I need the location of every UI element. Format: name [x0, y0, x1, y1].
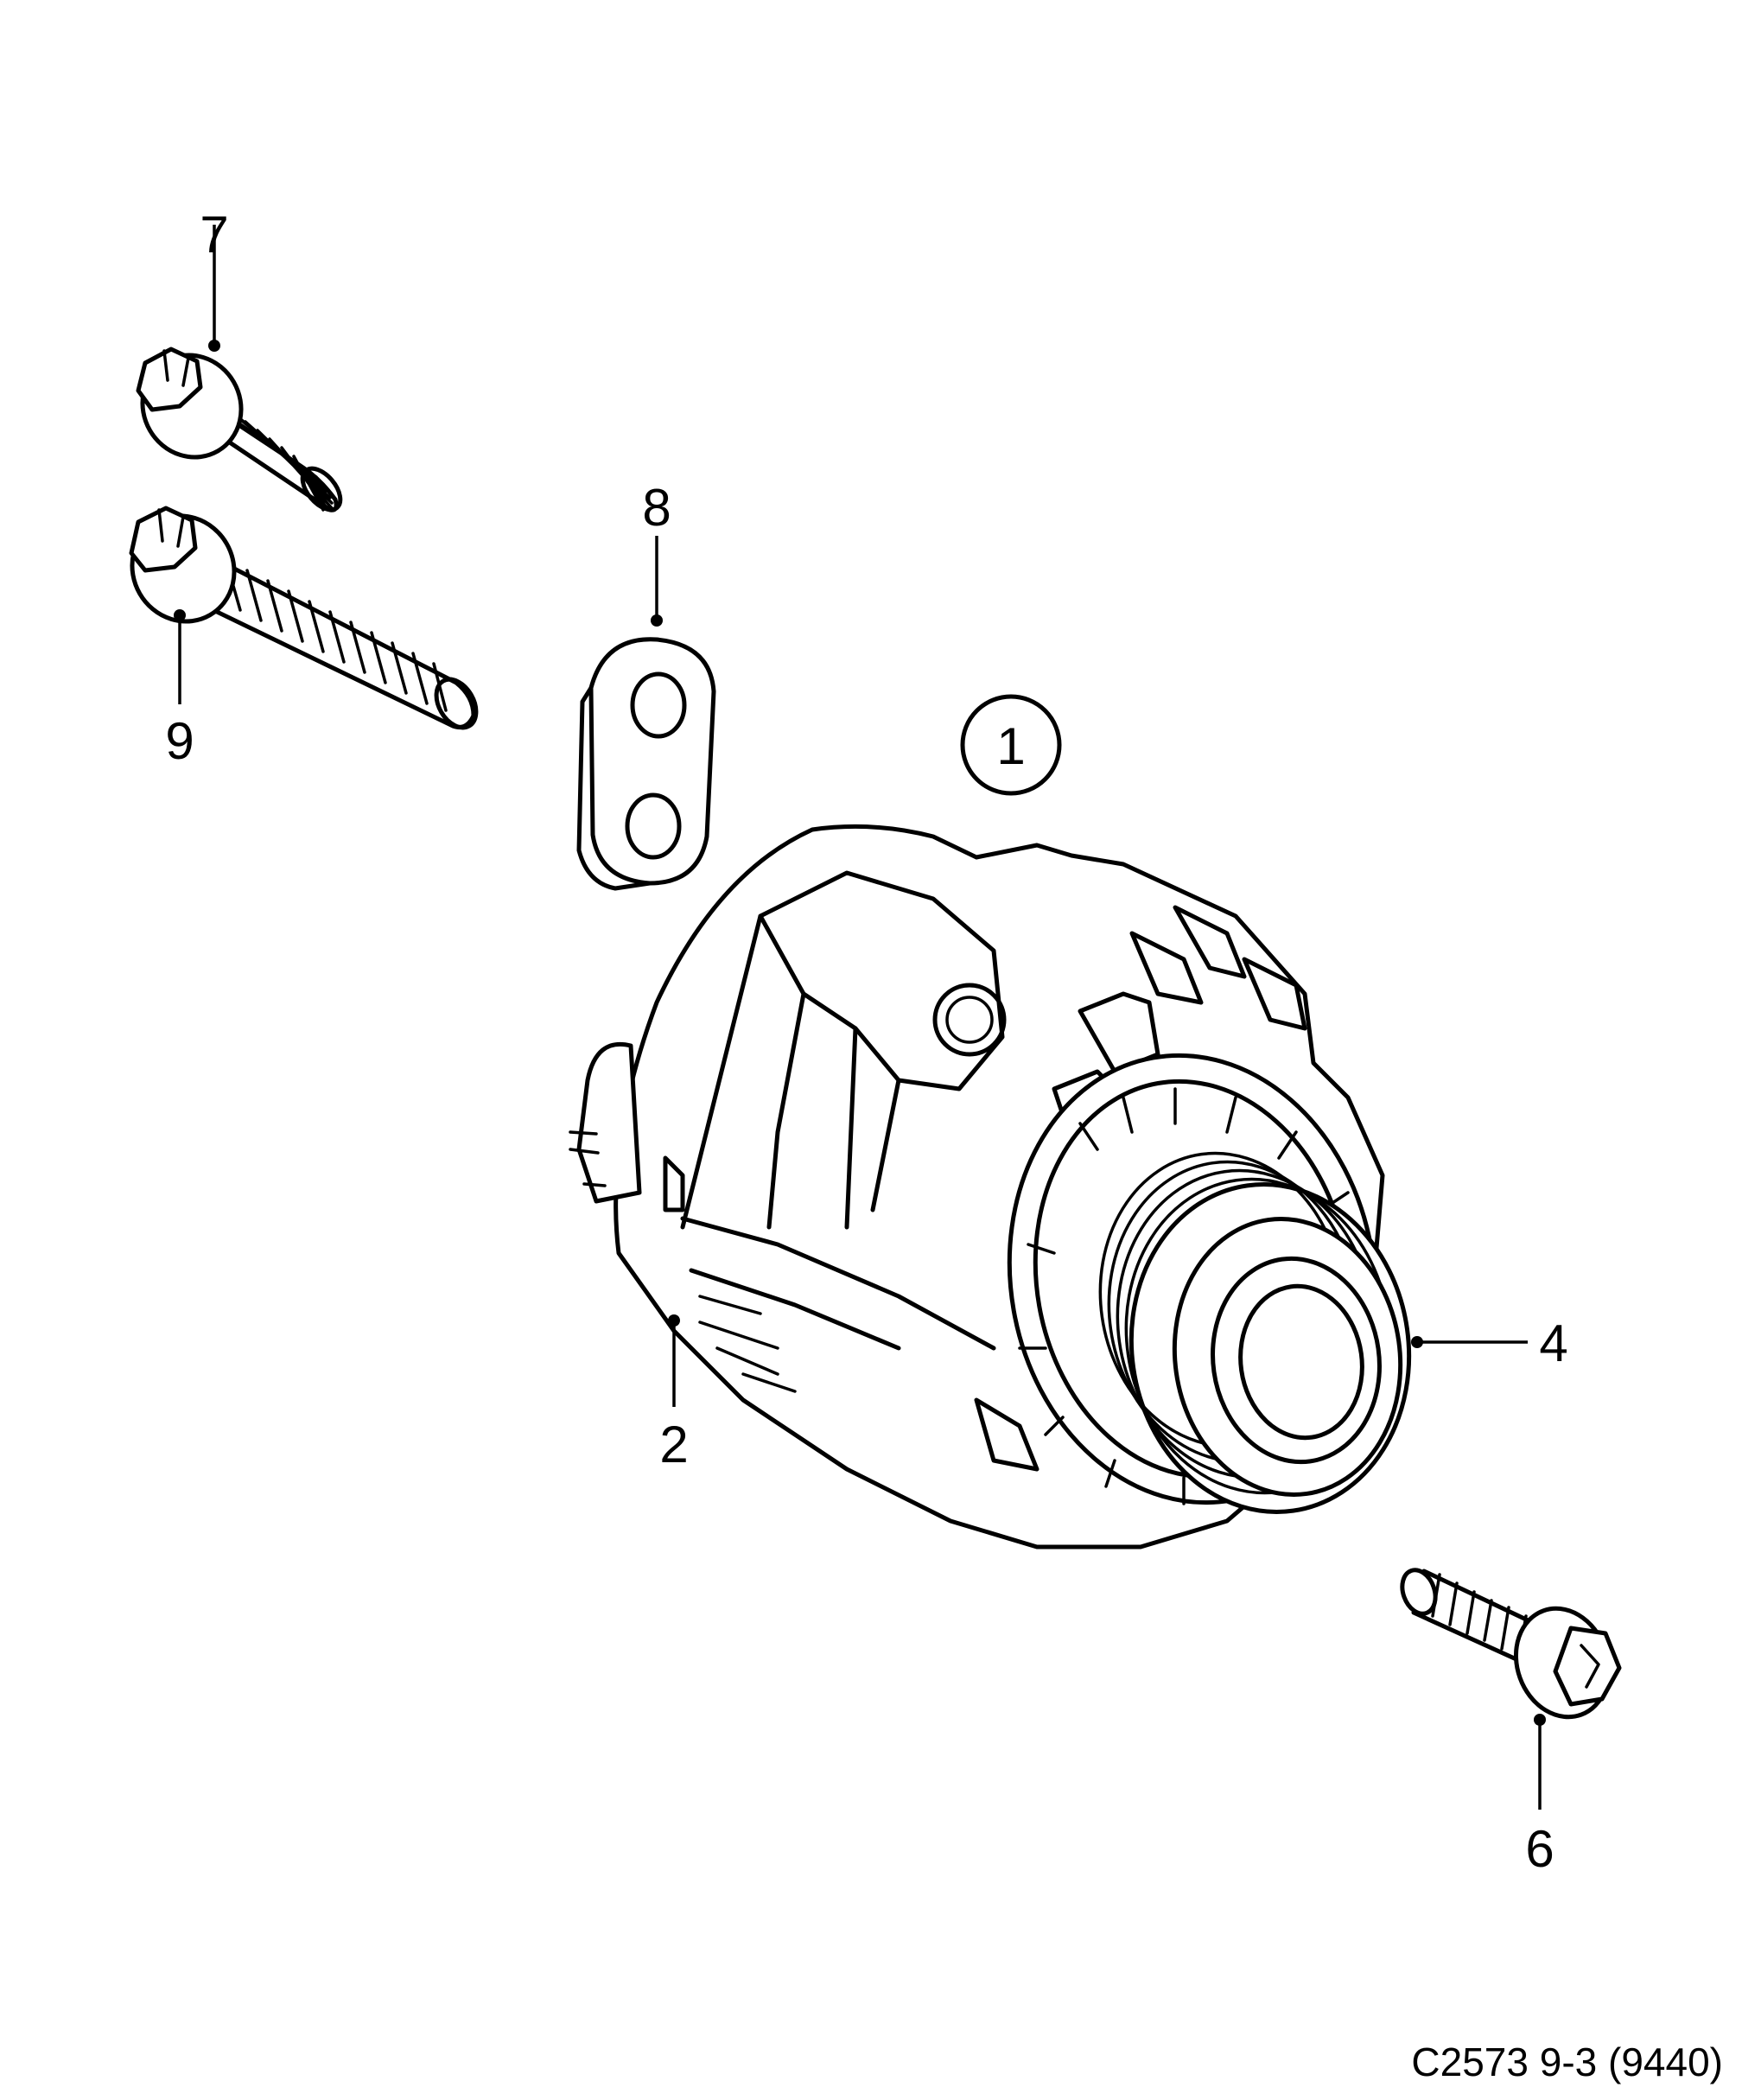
callout-7: 7	[200, 206, 228, 264]
callout-6: 6	[1525, 1820, 1554, 1878]
leader-2	[668, 1314, 680, 1407]
callout-8: 8	[642, 479, 671, 537]
callout-1: 1	[996, 717, 1025, 775]
callout-9: 9	[165, 712, 194, 770]
drawing-code: C2573 9-3 (9440)	[1411, 2040, 1723, 2084]
callout-4: 4	[1539, 1314, 1567, 1372]
bolt-9	[129, 506, 479, 730]
alternator-1	[569, 694, 1412, 1550]
bolt-7	[136, 225, 343, 512]
leader-4	[1411, 1336, 1528, 1348]
bolt-6	[1400, 1568, 1622, 1810]
callout-2: 2	[659, 1416, 688, 1473]
spacer-plate-8	[576, 536, 716, 891]
